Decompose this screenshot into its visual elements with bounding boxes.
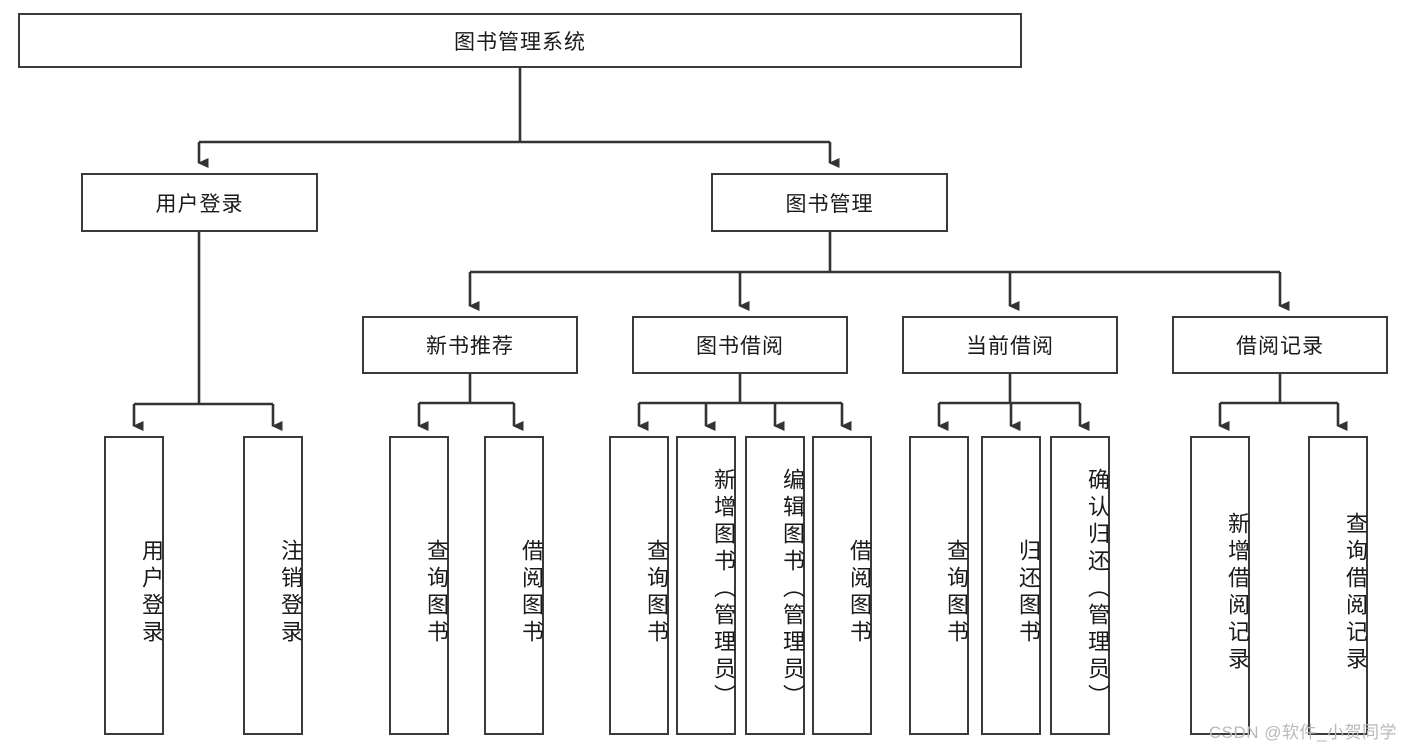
leaf-edit-book-admin[interactable]: 编辑图书（管理员） [745, 436, 805, 735]
leaf-user-login[interactable]: 用户登录 [104, 436, 164, 735]
node-book-management[interactable]: 图书管理 [711, 173, 948, 232]
leaf-query-books-current[interactable]: 查询图书 [909, 436, 969, 735]
leaf-borrow-books-new[interactable]: 借阅图书 [484, 436, 544, 735]
node-borrow-records[interactable]: 借阅记录 [1172, 316, 1388, 374]
leaf-return-books[interactable]: 归还图书 [981, 436, 1041, 735]
node-book-borrowing[interactable]: 图书借阅 [632, 316, 848, 374]
leaf-borrow-books[interactable]: 借阅图书 [812, 436, 872, 735]
leaf-query-borrow-record[interactable]: 查询借阅记录 [1308, 436, 1368, 735]
leaf-logout[interactable]: 注销登录 [243, 436, 303, 735]
leaf-confirm-return-admin[interactable]: 确认归还（管理员） [1050, 436, 1110, 735]
node-user-login[interactable]: 用户登录 [81, 173, 318, 232]
leaf-query-books-borrow[interactable]: 查询图书 [609, 436, 669, 735]
leaf-add-borrow-record[interactable]: 新增借阅记录 [1190, 436, 1250, 735]
leaf-add-book-admin[interactable]: 新增图书（管理员） [676, 436, 736, 735]
node-root-system[interactable]: 图书管理系统 [18, 13, 1022, 68]
watermark-text: CSDN @软件_小贺同学 [1208, 723, 1397, 742]
node-new-book-recommendation[interactable]: 新书推荐 [362, 316, 578, 374]
node-current-borrowing[interactable]: 当前借阅 [902, 316, 1118, 374]
leaf-query-books-new[interactable]: 查询图书 [389, 436, 449, 735]
